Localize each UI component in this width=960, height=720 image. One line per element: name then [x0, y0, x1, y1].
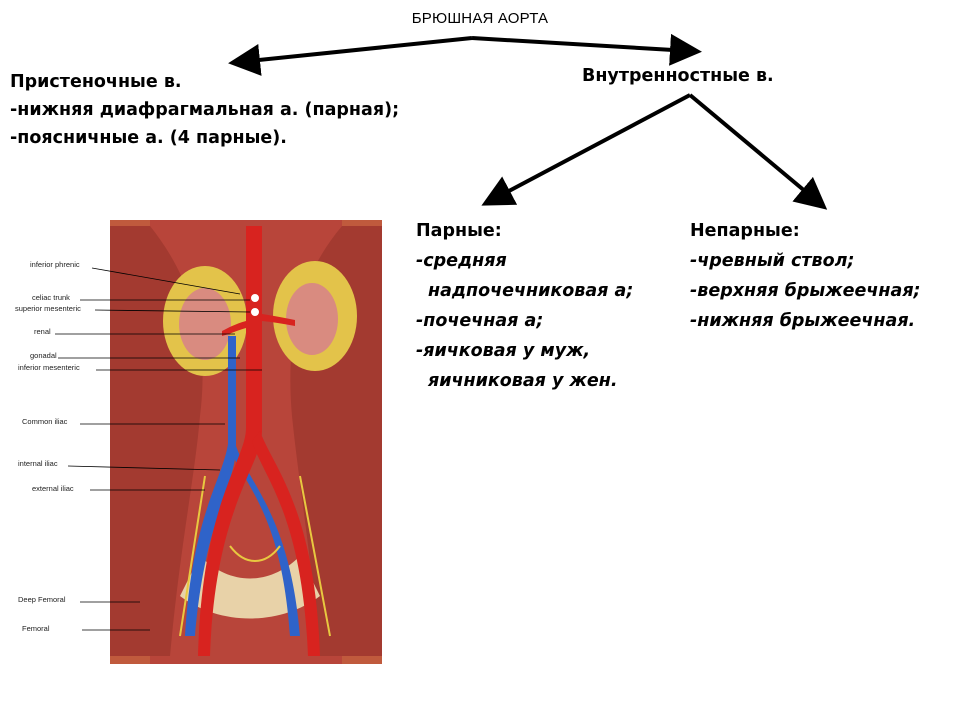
unpaired-branches: Непарные: -чревный ствол; -верхняя брыже… — [690, 216, 921, 336]
paired-branches: Парные: -средняя надпочечниковая а; -поч… — [416, 216, 633, 396]
label-common-iliac: Common iliac — [22, 417, 68, 426]
paired-item: -яичковая у муж, — [416, 341, 591, 361]
parietal-branches: Пристеночные в. -нижняя диафрагмальная а… — [10, 68, 399, 152]
paired-item: надпочечниковая а; — [428, 281, 634, 301]
paired-item: яичниковая у жен. — [428, 371, 618, 391]
label-deep-femoral: Deep Femoral — [18, 595, 66, 604]
paired-item: -средняя — [416, 251, 507, 271]
diagram-title: БРЮШНАЯ АОРТА — [411, 10, 549, 27]
label-celiac-trunk: celiac trunk — [32, 293, 70, 302]
arrow-to-parietal — [228, 36, 473, 76]
label-inferior-mesenteric: inferior mesenteric — [18, 363, 80, 372]
unpaired-item: -чревный ствол; — [690, 251, 855, 271]
unpaired-item: -верхняя брыжеечная; — [690, 281, 921, 301]
parietal-item: -нижняя диафрагмальная а. (парная); — [10, 100, 400, 120]
label-femoral: Femoral — [22, 624, 50, 633]
arrow-to-paired — [481, 93, 691, 206]
anatomy-illustration: inferior phrenic celiac trunk superior m… — [0, 216, 390, 666]
label-external-iliac: external iliac — [32, 484, 74, 493]
arrow-to-unpaired — [688, 93, 828, 210]
visceral-heading: Внутренностные в. — [582, 66, 774, 86]
paired-heading: Парные: — [416, 221, 502, 241]
label-renal: renal — [34, 327, 51, 336]
parietal-heading: Пристеночные в. — [10, 72, 182, 92]
label-internal-iliac: internal iliac — [18, 459, 58, 468]
parietal-item: -поясничные а. (4 парные). — [10, 128, 287, 148]
abdominal-aorta-illustration — [55, 220, 382, 664]
label-superior-mesenteric: superior mesenteric — [15, 304, 81, 313]
paired-item: -почечная а; — [416, 311, 544, 331]
label-inferior-phrenic: inferior phrenic — [30, 260, 80, 269]
unpaired-item: -нижняя брыжеечная. — [690, 311, 916, 331]
label-gonadal: gonadal — [30, 351, 57, 360]
arrow-to-visceral — [471, 33, 702, 66]
unpaired-heading: Непарные: — [690, 221, 800, 241]
